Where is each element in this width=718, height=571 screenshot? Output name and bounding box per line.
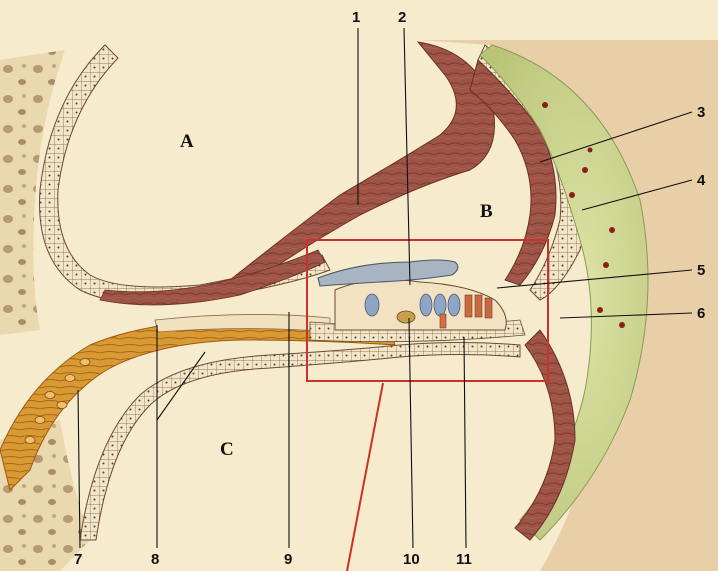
callout-4: 4 bbox=[697, 172, 706, 189]
region-label-c: C bbox=[220, 439, 234, 460]
tunnel-of-corti bbox=[397, 311, 415, 323]
region-label-b: B bbox=[480, 201, 493, 222]
callout-5: 5 bbox=[697, 262, 705, 279]
callout-11: 11 bbox=[456, 551, 472, 568]
callout-1: 1 bbox=[352, 9, 360, 26]
callout-10: 10 bbox=[403, 551, 420, 568]
region-label-a: A bbox=[180, 131, 194, 152]
callout-9: 9 bbox=[284, 551, 292, 568]
callout-6: 6 bbox=[697, 305, 705, 322]
callout-8: 8 bbox=[151, 551, 159, 568]
callout-2: 2 bbox=[398, 9, 406, 26]
callout-7: 7 bbox=[74, 551, 82, 568]
callout-3: 3 bbox=[697, 104, 705, 121]
